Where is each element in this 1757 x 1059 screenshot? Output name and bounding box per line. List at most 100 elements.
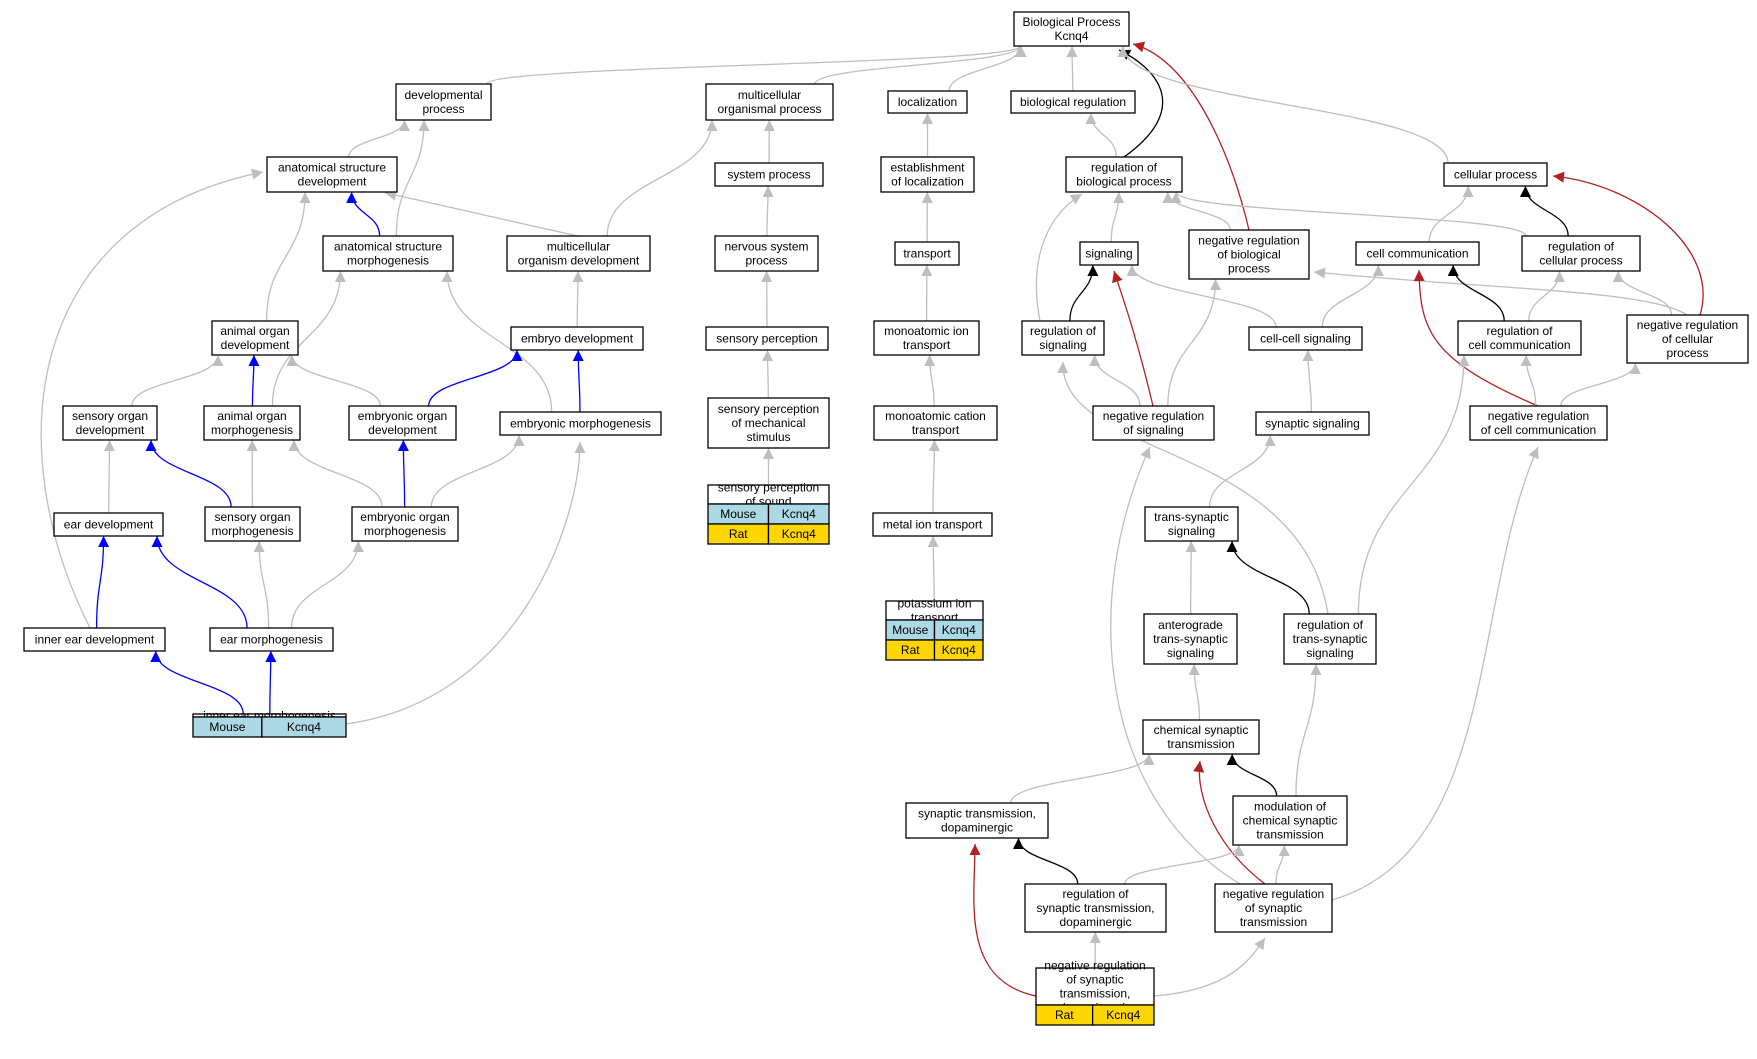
edge-is-a	[40, 168, 264, 629]
edge-is-a	[288, 439, 383, 508]
node-label-line: cell communication	[1468, 338, 1570, 352]
edge-arrowhead	[1553, 171, 1565, 183]
edge-part-of	[248, 354, 260, 407]
node-box	[887, 90, 968, 114]
edge-arrowhead	[1193, 761, 1205, 773]
edge-line	[1552, 175, 1704, 316]
node-label-line: regulation of	[1062, 887, 1129, 901]
edge-arrowhead	[1066, 46, 1078, 57]
go-term-node-bio-reg: biological regulation	[1010, 90, 1136, 114]
node-box	[1143, 613, 1238, 665]
node-label-line: ear development	[64, 518, 154, 532]
species-label: Mouse	[892, 623, 928, 637]
edge-arrowhead	[924, 355, 936, 366]
edge-arrowhead	[969, 844, 981, 855]
node-label-line: animal organ	[217, 409, 286, 423]
node-box	[1092, 405, 1215, 441]
node-label-line: organism development	[518, 254, 640, 268]
edge-line	[1357, 354, 1465, 615]
node-label-line: negative regulation	[1637, 318, 1738, 332]
node-label-line: regulation of	[1548, 240, 1615, 254]
node-box	[1232, 795, 1348, 846]
edge-is-a	[762, 349, 774, 399]
edge-arrowhead	[762, 350, 774, 361]
edge-line	[1231, 753, 1278, 797]
node-label-line: development	[76, 423, 145, 437]
edge-part-of	[428, 349, 523, 407]
edge-is-a	[286, 354, 382, 407]
edge-arrowhead	[334, 271, 346, 282]
node-box	[1443, 162, 1548, 187]
node-label-line: sensory organ	[72, 409, 148, 423]
edge-line	[1321, 264, 1379, 328]
edge-arrowhead	[921, 192, 933, 203]
edge-line	[1331, 446, 1539, 901]
node-label-line: morphogenesis	[364, 524, 446, 538]
edge-is-a	[606, 119, 718, 237]
edge-is-a	[1162, 191, 1231, 231]
edge-is-a	[253, 540, 270, 629]
node-box	[1035, 967, 1155, 1006]
edge-arrowhead	[286, 355, 298, 366]
edge-regulates	[1519, 185, 1569, 237]
edge-arrowhead	[706, 120, 718, 131]
edge-arrowhead	[1188, 664, 1200, 675]
node-box	[714, 235, 819, 272]
edge-is-a	[1110, 446, 1241, 885]
node-box	[266, 156, 398, 193]
edge-arrowhead	[1458, 355, 1470, 366]
node-box	[714, 162, 824, 187]
edge-part-of	[572, 349, 584, 413]
gene-cell	[1091, 1004, 1155, 1026]
node-label-line: cell communication	[1366, 247, 1468, 261]
edge-arrowhead	[763, 448, 774, 459]
edge-line	[606, 119, 713, 237]
go-term-node-sys-proc: system process	[714, 162, 824, 187]
go-term-node-ear-morph: ear morphogenesis	[209, 627, 334, 652]
edge-part-of	[150, 650, 244, 715]
edge-is-a	[1167, 278, 1222, 407]
node-box	[873, 320, 980, 356]
species-label: Rat	[729, 527, 748, 541]
edge-line	[486, 45, 1021, 85]
go-term-node-ear-dev: ear development	[53, 512, 164, 537]
node-box	[1065, 156, 1183, 193]
edge-is-a	[1089, 354, 1141, 407]
edge-line	[1124, 844, 1240, 885]
node-box	[209, 627, 334, 652]
edge-arrowhead	[1314, 267, 1326, 279]
edge-arrowhead	[1519, 186, 1531, 197]
edge-arrowhead	[251, 168, 263, 180]
edge-arrowhead	[574, 442, 586, 453]
edge-line	[973, 843, 1037, 997]
node-label-line: process	[745, 254, 787, 268]
edge-line	[40, 171, 264, 629]
edge-line	[1113, 270, 1154, 407]
node-label-line: of signaling	[1123, 423, 1184, 437]
node-label-line: of localization	[891, 175, 964, 189]
edge-arrowhead	[265, 651, 277, 662]
edge-arrowhead	[397, 440, 409, 451]
edge-is-a	[1520, 354, 1537, 407]
go-term-node-signaling: signaling	[1079, 241, 1139, 266]
node-box	[322, 235, 454, 272]
node-label-line: transmission,	[1060, 987, 1131, 1001]
node-label-line: development	[221, 338, 290, 352]
edge-is-a	[1528, 270, 1565, 322]
edge-arrowhead	[513, 435, 525, 446]
edge-arrowhead	[1520, 355, 1532, 366]
node-label-line: anatomical structure	[334, 240, 442, 254]
edge-arrowhead	[1462, 186, 1474, 197]
node-label-line: transmission	[1256, 828, 1323, 842]
edge-is-a	[486, 45, 1026, 85]
node-box	[873, 405, 998, 441]
node-box	[510, 326, 644, 351]
